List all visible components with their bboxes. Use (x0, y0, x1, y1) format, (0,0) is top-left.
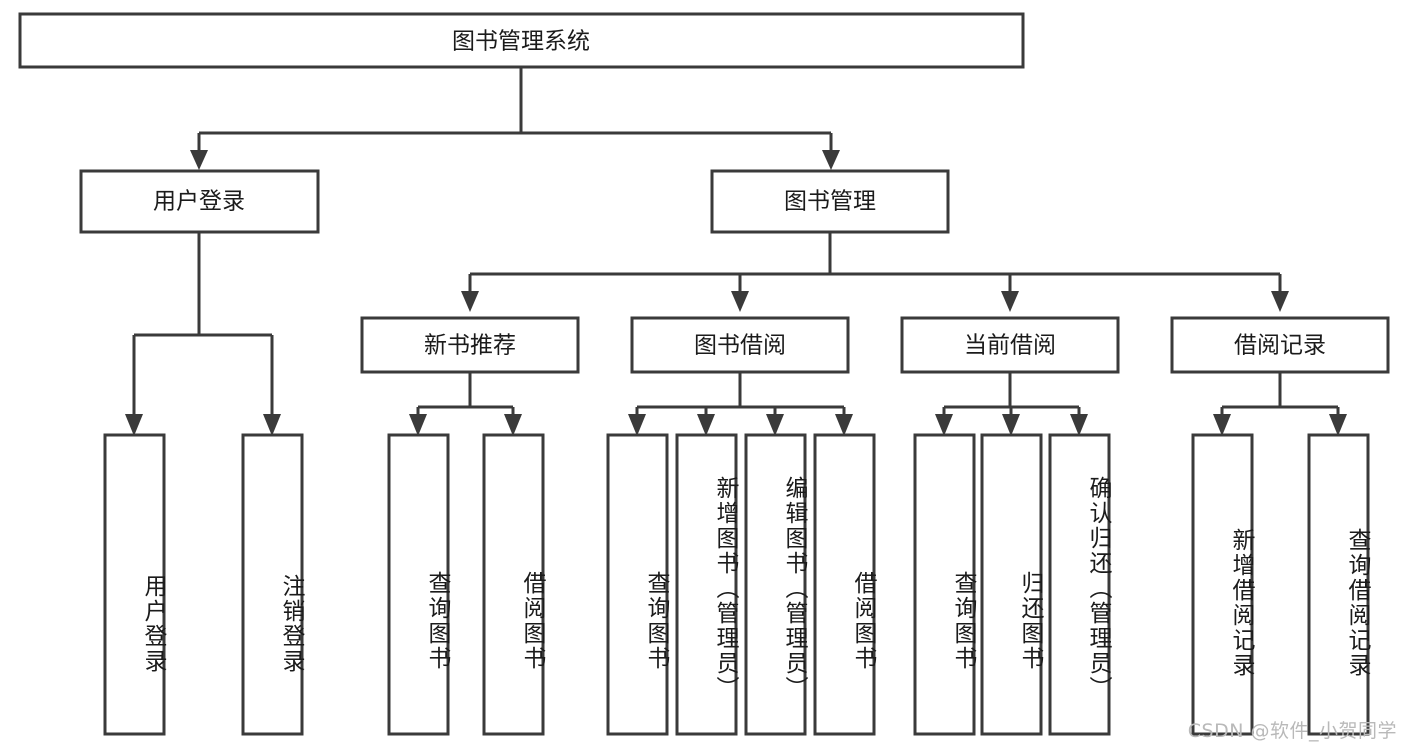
arrow-br-leaf2-icon (1329, 414, 1347, 436)
leaf-box-user-logout[interactable] (241, 433, 304, 736)
arrow-cb-leaf1-icon (935, 414, 953, 436)
arrow-book-to-n3-icon (1001, 291, 1019, 312)
node-root-system[interactable]: 图书管理系统 (18, 12, 1025, 69)
book-management-box[interactable] (710, 169, 950, 234)
new-book-recommend-label: 新书推荐 (424, 333, 516, 359)
leaf-box-bb-borrow[interactable] (813, 433, 876, 736)
book-borrow-label: 图书借阅 (694, 333, 786, 359)
arrow-bb-leaf2-icon (697, 414, 715, 436)
arrow-root-to-book-icon (822, 150, 840, 170)
node-current-borrow[interactable]: 当前借阅 (900, 316, 1120, 374)
csdn-watermark: CSDN @软件_小贺同学 (1187, 720, 1397, 742)
borrow-record-label: 借阅记录 (1234, 333, 1326, 359)
node-user-login[interactable]: 用户登录 (79, 169, 320, 234)
node-book-borrow[interactable]: 图书借阅 (630, 316, 850, 374)
arrow-root-to-user-icon (190, 150, 208, 170)
leaf-box-bb-edit[interactable] (744, 433, 807, 736)
root-box[interactable] (18, 12, 1025, 69)
arrow-bb-leaf4-icon (835, 414, 853, 436)
leaf-box-br-add[interactable] (1191, 433, 1254, 736)
leaf-box-user-login[interactable] (103, 433, 166, 736)
arrow-bb-leaf3-icon (766, 414, 784, 436)
arrow-user-leaf2-icon (263, 414, 281, 436)
root-label: 图书管理系统 (452, 29, 590, 55)
node-book-management[interactable]: 图书管理 (710, 169, 950, 234)
leaf-box-br-query[interactable] (1307, 433, 1370, 736)
new-book-recommend-box[interactable] (360, 316, 580, 374)
arrow-nbr-leaf2-icon (504, 414, 522, 436)
leaf-box-cb-query[interactable] (913, 433, 976, 736)
arrow-nbr-leaf1-icon (409, 414, 427, 436)
arrow-user-leaf1-icon (125, 414, 143, 436)
arrow-cb-leaf3-icon (1070, 414, 1088, 436)
arrow-book-to-n4-icon (1271, 291, 1289, 312)
leaf-box-bb-query[interactable] (606, 433, 669, 736)
book-borrow-box[interactable] (630, 316, 850, 374)
user-login-label: 用户登录 (153, 189, 245, 215)
current-borrow-label: 当前借阅 (964, 333, 1056, 359)
node-new-book-recommend[interactable]: 新书推荐 (360, 316, 580, 374)
arrow-bb-leaf1-icon (628, 414, 646, 436)
arrow-book-to-n2-icon (731, 291, 749, 312)
leaf-box-bb-add[interactable] (675, 433, 738, 736)
leaf-box-cb-return[interactable] (980, 433, 1043, 736)
borrow-record-box[interactable] (1170, 316, 1390, 374)
leaf-box-nbr-query[interactable] (387, 433, 450, 736)
current-borrow-box[interactable] (900, 316, 1120, 374)
arrow-book-to-n1-icon (461, 291, 479, 312)
arrow-cb-leaf2-icon (1002, 414, 1020, 436)
leaf-box-nbr-borrow[interactable] (482, 433, 545, 736)
arrow-br-leaf1-icon (1213, 414, 1231, 436)
leaf-box-cb-confirm[interactable] (1048, 433, 1111, 736)
book-management-label: 图书管理 (784, 189, 876, 215)
node-borrow-record[interactable]: 借阅记录 (1170, 316, 1390, 374)
